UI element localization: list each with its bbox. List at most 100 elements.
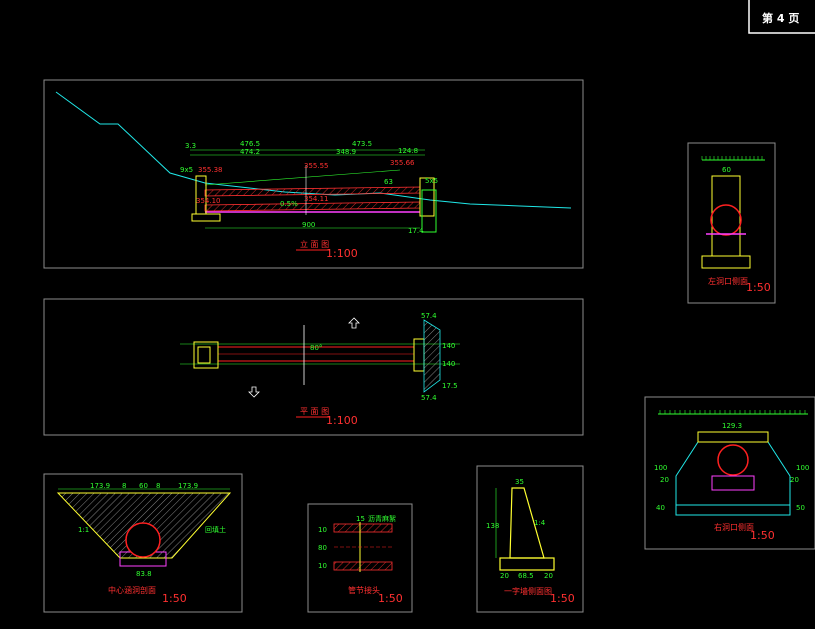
right-apron [421,189,437,233]
left-headwall-title: 左洞口侧面 [708,276,748,286]
wingwall-slope: 1:4 [534,519,546,527]
right-right-dim-0: 100 [796,464,809,472]
mid-top-dim-4: 173.9 [178,482,198,490]
wingwall-frame [476,465,584,613]
plan-title: 平 面 图 [300,407,329,416]
plan-right-apron [423,319,441,393]
right-headwall-title: 右洞口侧面 [714,522,754,532]
slope-label: 0.5% [280,200,298,208]
length-dim: 900 [302,221,315,229]
mid-slope-label: 1:1 [78,526,89,534]
wingwall-scale: 1:50 [550,592,575,605]
wingwall-title: 一字墙侧面图 [504,586,552,596]
arrow-up-icon [348,317,360,329]
right-bedding [711,475,755,491]
mid-section-title: 中心涵洞剖面 [108,585,156,595]
right-left-dim-2: 40 [656,504,665,512]
left-footing [191,213,221,222]
dim-top-2: 473.5 [352,140,372,148]
mid-dim: 63 [384,178,393,186]
plan-view: 80° 57.4 57.4 140 140 17.5 平 面 图 1:100 [43,298,584,436]
right-right-dim-1: 20 [790,476,799,484]
wingwall-footing [499,557,555,571]
pipe-joint-side-2: 10 [318,562,327,570]
pipe-joint-note: 沥青麻絮 [368,514,396,523]
plan-angle: 80° [310,344,322,352]
pipe-joint-top-dim: 15 [356,515,365,523]
mid-fill-label: 回填土 [205,525,226,534]
wingwall-view: 35 138 1:4 20 68.5 20 一字墙侧面图 1:50 [476,465,584,613]
page-label-box: 第 4 页 [748,0,815,34]
right-ground-ticks [659,410,806,414]
arrow-down-icon [248,386,260,398]
mid-section-view: 173.9 8 60 8 173.9 83.8 1:1 回填土 中心涵洞剖面 1… [43,473,243,613]
left-wall-footing [701,255,751,269]
right-headwall-view: 129.3 100 20 40 100 20 50 右洞口侧面 1:50 [644,396,815,550]
right-pipe-circle [717,444,749,476]
left-dim: 9x5 [180,166,193,174]
left-headwall-scale: 1:50 [746,281,771,294]
right-left-dim-1: 20 [660,476,669,484]
elevation-view: 3.3 476.5 473.5 124.8 474.2 348.9 355.38… [43,79,584,269]
right-top-dim: 129.3 [722,422,742,430]
plan-dim-4: 17.5 [442,382,458,390]
plan-dim-2: 140 [442,342,455,350]
plan-left-opening [197,346,211,364]
fill-slope-line [204,169,401,186]
pipe-joint-view: 15 沥青麻絮 10 80 10 管节接头 1:50 [307,503,413,613]
pipe-joint-side-0: 10 [318,526,327,534]
plan-dim-0: 57.4 [421,312,437,320]
wingwall-height-dim: 138 [486,522,499,530]
right-wingwalls [675,441,791,506]
left-pipe-circle [710,204,742,236]
right-dim-0: 5x5 [425,177,438,185]
plan-dim-3: 140 [442,360,455,368]
left-ground-ticks [701,156,763,160]
right-cap [697,431,769,443]
pipe-joint-frame [307,503,413,613]
elevation-frame [43,79,584,269]
mid-section-scale: 1:50 [162,592,187,605]
elev-3: 354.10 [196,197,221,205]
pipe-joint-scale: 1:50 [378,592,403,605]
dim-top-0: 3.3 [185,142,196,150]
right-dim-1: 17.4 [408,227,424,235]
wingwall-bottom-0: 20 [500,572,509,580]
plan-left-headwall [193,341,219,369]
left-wall-body [711,175,741,257]
dim-second-0: 474.2 [240,148,260,156]
mid-section-frame [43,473,243,613]
right-headwall-scale: 1:50 [750,529,775,542]
wingwall-bottom-2: 20 [544,572,553,580]
elevation-scale: 1:100 [326,247,358,260]
left-headwall-frame [687,142,776,304]
right-headwall [419,177,435,217]
barrel-bottom [204,201,421,212]
mid-top-dim-1: 8 [122,482,126,490]
wingwall-top-dim: 35 [515,478,524,486]
dim-second-1: 348.9 [336,148,356,156]
pipe-joint-title: 管节接头 [348,585,380,595]
dim-top-1: 476.5 [240,140,260,148]
elev-1: 355.55 [304,162,329,170]
right-headwall-frame [644,396,815,550]
wingwall-bottom-1: 68.5 [518,572,534,580]
plan-scale: 1:100 [326,414,358,427]
right-left-dim-0: 100 [654,464,667,472]
elevation-title: 立 面 图 [300,239,329,249]
pipe-joint-bottom [333,561,393,571]
mid-top-dim-3: 8 [156,482,160,490]
elev-4: 354.11 [304,195,329,203]
plan-frame [43,298,584,436]
dim-top-3: 124.8 [398,147,418,155]
mid-bottom-dim: 83.8 [136,570,152,578]
mid-section-pipe [125,522,161,558]
elev-0: 355.38 [198,166,223,174]
mid-top-dim-0: 173.9 [90,482,110,490]
right-footing [675,504,791,516]
right-right-dim-2: 50 [796,504,805,512]
pipe-joint-top [333,523,393,533]
elev-2: 355.66 [390,159,415,167]
left-top-dim: 60 [722,166,731,174]
